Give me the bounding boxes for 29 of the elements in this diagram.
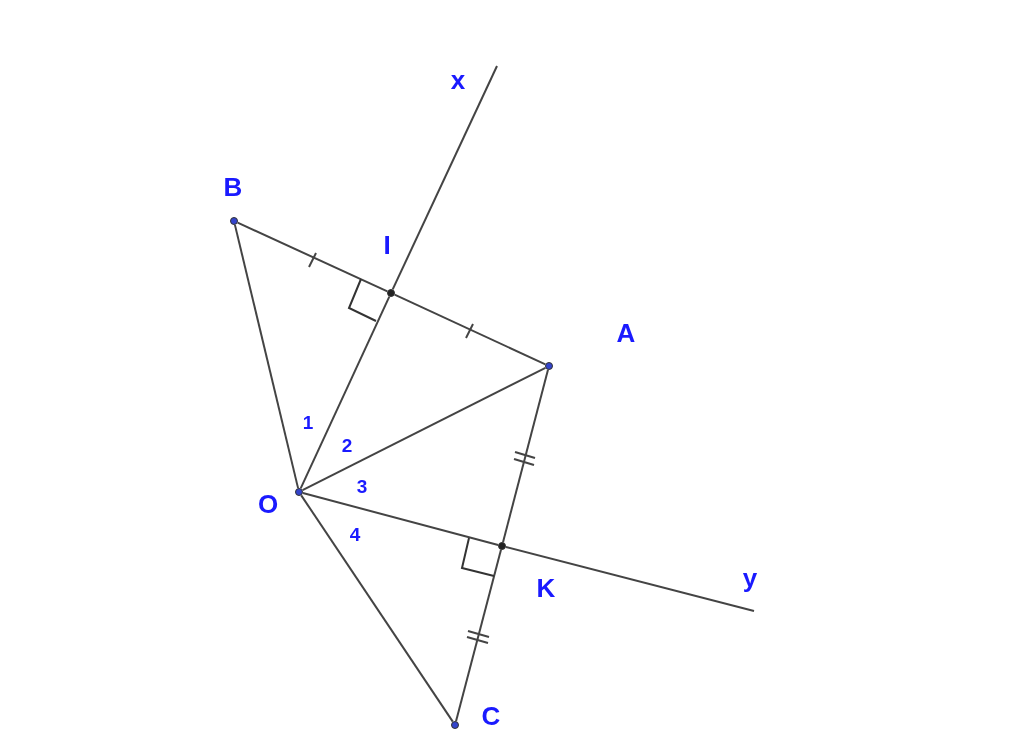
line-segment bbox=[299, 295, 391, 490]
ray-line bbox=[391, 65, 498, 291]
point-label: B bbox=[223, 174, 243, 200]
point-label: O bbox=[257, 491, 279, 517]
point-label: A bbox=[616, 320, 636, 346]
line-segment bbox=[301, 492, 500, 546]
line-segment bbox=[502, 368, 549, 544]
angle-number: 4 bbox=[349, 524, 361, 544]
point-dot bbox=[545, 362, 553, 370]
point-dot bbox=[498, 542, 506, 550]
line-segment bbox=[455, 548, 502, 723]
point-label: I bbox=[383, 232, 391, 258]
ray-line bbox=[504, 546, 755, 612]
point-label: C bbox=[481, 703, 501, 729]
point-dot bbox=[451, 721, 459, 729]
line-segment bbox=[300, 494, 454, 723]
angle-number: 1 bbox=[302, 412, 314, 432]
angle-number: 2 bbox=[341, 435, 353, 455]
line-segment bbox=[233, 223, 300, 490]
point-dot bbox=[387, 289, 395, 297]
angle-number: 3 bbox=[356, 476, 368, 496]
point-label: K bbox=[536, 575, 556, 601]
point-dot bbox=[230, 217, 238, 225]
line-segment bbox=[393, 293, 547, 366]
line-segment bbox=[236, 221, 389, 293]
ray-label: y bbox=[742, 565, 758, 591]
line-segment bbox=[301, 366, 547, 492]
point-dot bbox=[295, 488, 303, 496]
ray-label: x bbox=[450, 67, 466, 93]
